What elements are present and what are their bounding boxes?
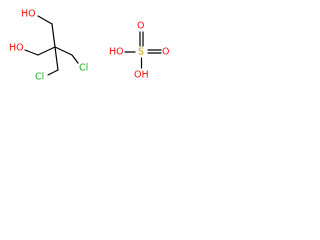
atom-label-ho-left-acid: HO xyxy=(109,47,124,58)
atom-label-o-top: O xyxy=(137,21,144,32)
bond-ch2-top-quaternary xyxy=(51,23,56,48)
atom-label-ho-left: HO xyxy=(9,43,24,54)
bond-quaternary-ch2-bottom xyxy=(54,46,59,71)
bond-quaternary-ch2-left xyxy=(37,46,56,56)
bond-ch2-right-cl xyxy=(71,54,79,64)
atom-label-ho-top: HO xyxy=(21,9,36,20)
bond-ho-top-ch2 xyxy=(37,15,53,25)
atom-label-o-right: O xyxy=(162,47,169,58)
atom-label-s: S xyxy=(138,47,144,58)
bond-ch2-bottom-cl xyxy=(47,69,59,76)
atom-label-cl-right: Cl xyxy=(79,63,88,74)
chemical-structure-diagram: HO HO Cl Cl O O S HO OH xyxy=(9,9,169,83)
sulfuric-acid-molecule: O O S HO OH xyxy=(109,21,169,81)
bond-ch2-left-ho xyxy=(24,49,39,56)
bond-quaternary-ch2-right xyxy=(54,46,73,56)
atom-label-oh-bottom-acid: OH xyxy=(134,70,149,81)
atom-label-cl-bottom: Cl xyxy=(35,72,44,83)
diol-molecule: HO HO Cl Cl xyxy=(9,9,88,83)
